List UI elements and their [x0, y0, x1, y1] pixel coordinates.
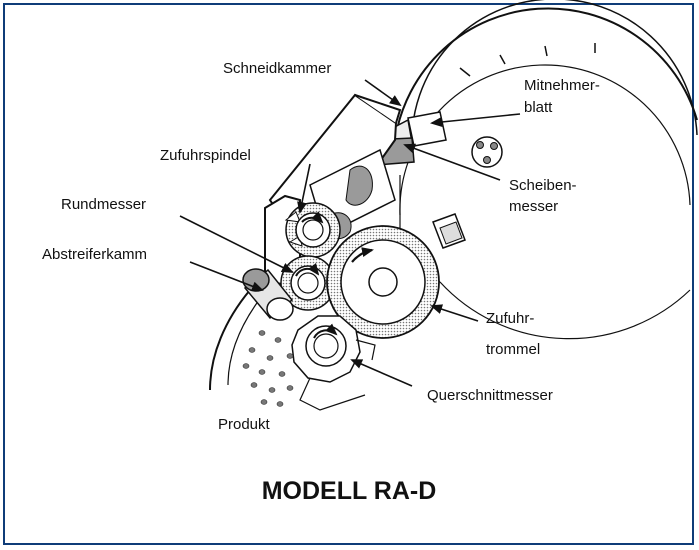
label-mitnehmerblatt-line1: Mitnehmer- [524, 77, 600, 94]
label-abstreiferkamm: Abstreiferkamm [42, 246, 147, 263]
label-querschnittmesser: Querschnittmesser [427, 387, 553, 404]
gate-block [433, 214, 465, 248]
feed-spindle [286, 203, 340, 257]
product-particles [243, 331, 293, 407]
label-scheibenmesser-line2: messer [509, 198, 558, 215]
label-zufuhrtrommel-line2: trommel [486, 341, 540, 358]
cutting-chamber-ring [395, 0, 697, 339]
impeller-hub [472, 137, 502, 167]
label-schneidkammer: Schneidkammer [223, 60, 331, 77]
label-mitnehmerblatt-line2: blatt [524, 99, 553, 116]
label-rundmesser: Rundmesser [61, 196, 146, 213]
label-zufuhrtrommel-line1: Zufuhr- [486, 310, 534, 327]
label-zufuhrspindel: Zufuhrspindel [160, 147, 251, 164]
label-produkt: Produkt [218, 416, 271, 433]
label-scheibenmesser-line1: Scheiben- [509, 177, 577, 194]
model-title: MODELL RA-D [262, 477, 437, 505]
